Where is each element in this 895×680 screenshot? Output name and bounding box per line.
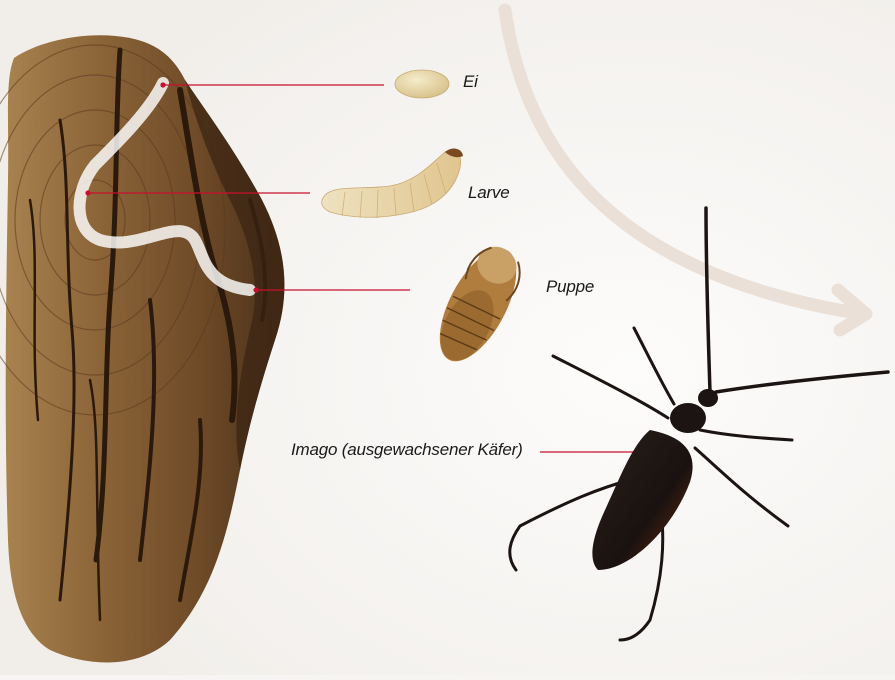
leader-dot-larva bbox=[86, 191, 90, 195]
leader-dot-egg bbox=[161, 83, 165, 87]
leader-dot-pupa bbox=[254, 288, 258, 292]
label-egg: Ei bbox=[463, 72, 478, 92]
egg-illustration bbox=[395, 70, 449, 98]
label-larva: Larve bbox=[468, 183, 510, 203]
label-pupa: Puppe bbox=[546, 277, 594, 297]
label-imago: Imago (ausgewachsener Käfer) bbox=[291, 440, 523, 460]
